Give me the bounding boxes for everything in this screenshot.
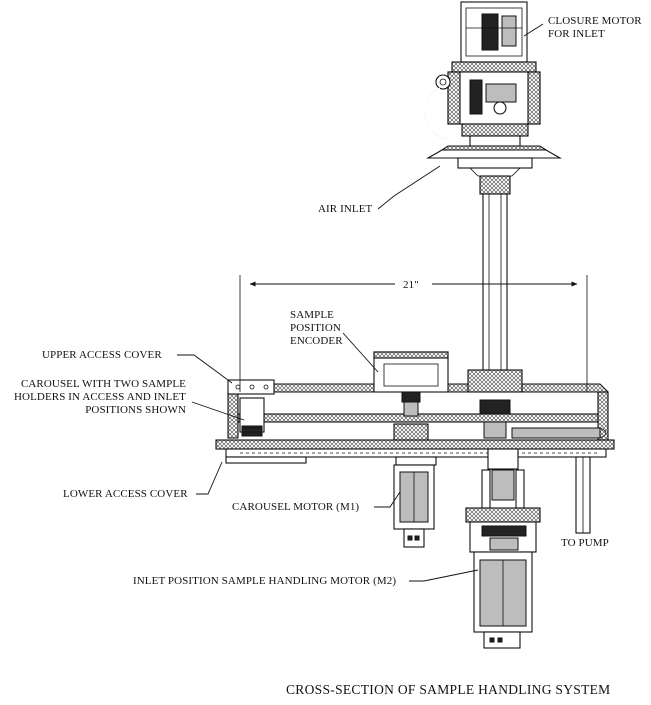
label-carousel-1: CAROUSEL WITH TWO SAMPLE — [21, 378, 186, 390]
label-to-pump: TO PUMP — [561, 537, 609, 549]
label-air-inlet: AIR INLET — [318, 203, 373, 215]
closure-motor-assembly — [424, 1, 563, 195]
main-housing — [215, 351, 615, 534]
label-carousel-2: HOLDERS IN ACCESS AND INLET — [14, 391, 186, 403]
label-closure-motor-2: FOR INLET — [548, 28, 605, 40]
label-closure-motor-1: CLOSURE MOTOR — [548, 15, 642, 27]
label-carousel-3: POSITIONS SHOWN — [85, 404, 186, 416]
diagram-caption: CROSS-SECTION OF SAMPLE HANDLING SYSTEM — [286, 682, 611, 697]
label-upper-access-cover: UPPER ACCESS COVER — [42, 349, 162, 361]
label-carousel-motor: CAROUSEL MOTOR (M1) — [232, 501, 359, 513]
leader-lines — [177, 23, 544, 582]
label-sample-1: SAMPLE — [290, 309, 334, 321]
label-inlet-motor: INLET POSITION SAMPLE HANDLING MOTOR (M2… — [133, 575, 396, 587]
dimension-label: 21" — [403, 279, 419, 291]
inlet-tube — [482, 193, 508, 371]
dimension-21in: 21" — [239, 275, 588, 392]
carousel-motor — [393, 423, 437, 548]
label-sample-3: ENCODER — [290, 335, 343, 347]
label-sample-2: POSITION — [290, 322, 341, 334]
label-lower-access-cover: LOWER ACCESS COVER — [63, 488, 188, 500]
inlet-motor — [465, 448, 541, 649]
